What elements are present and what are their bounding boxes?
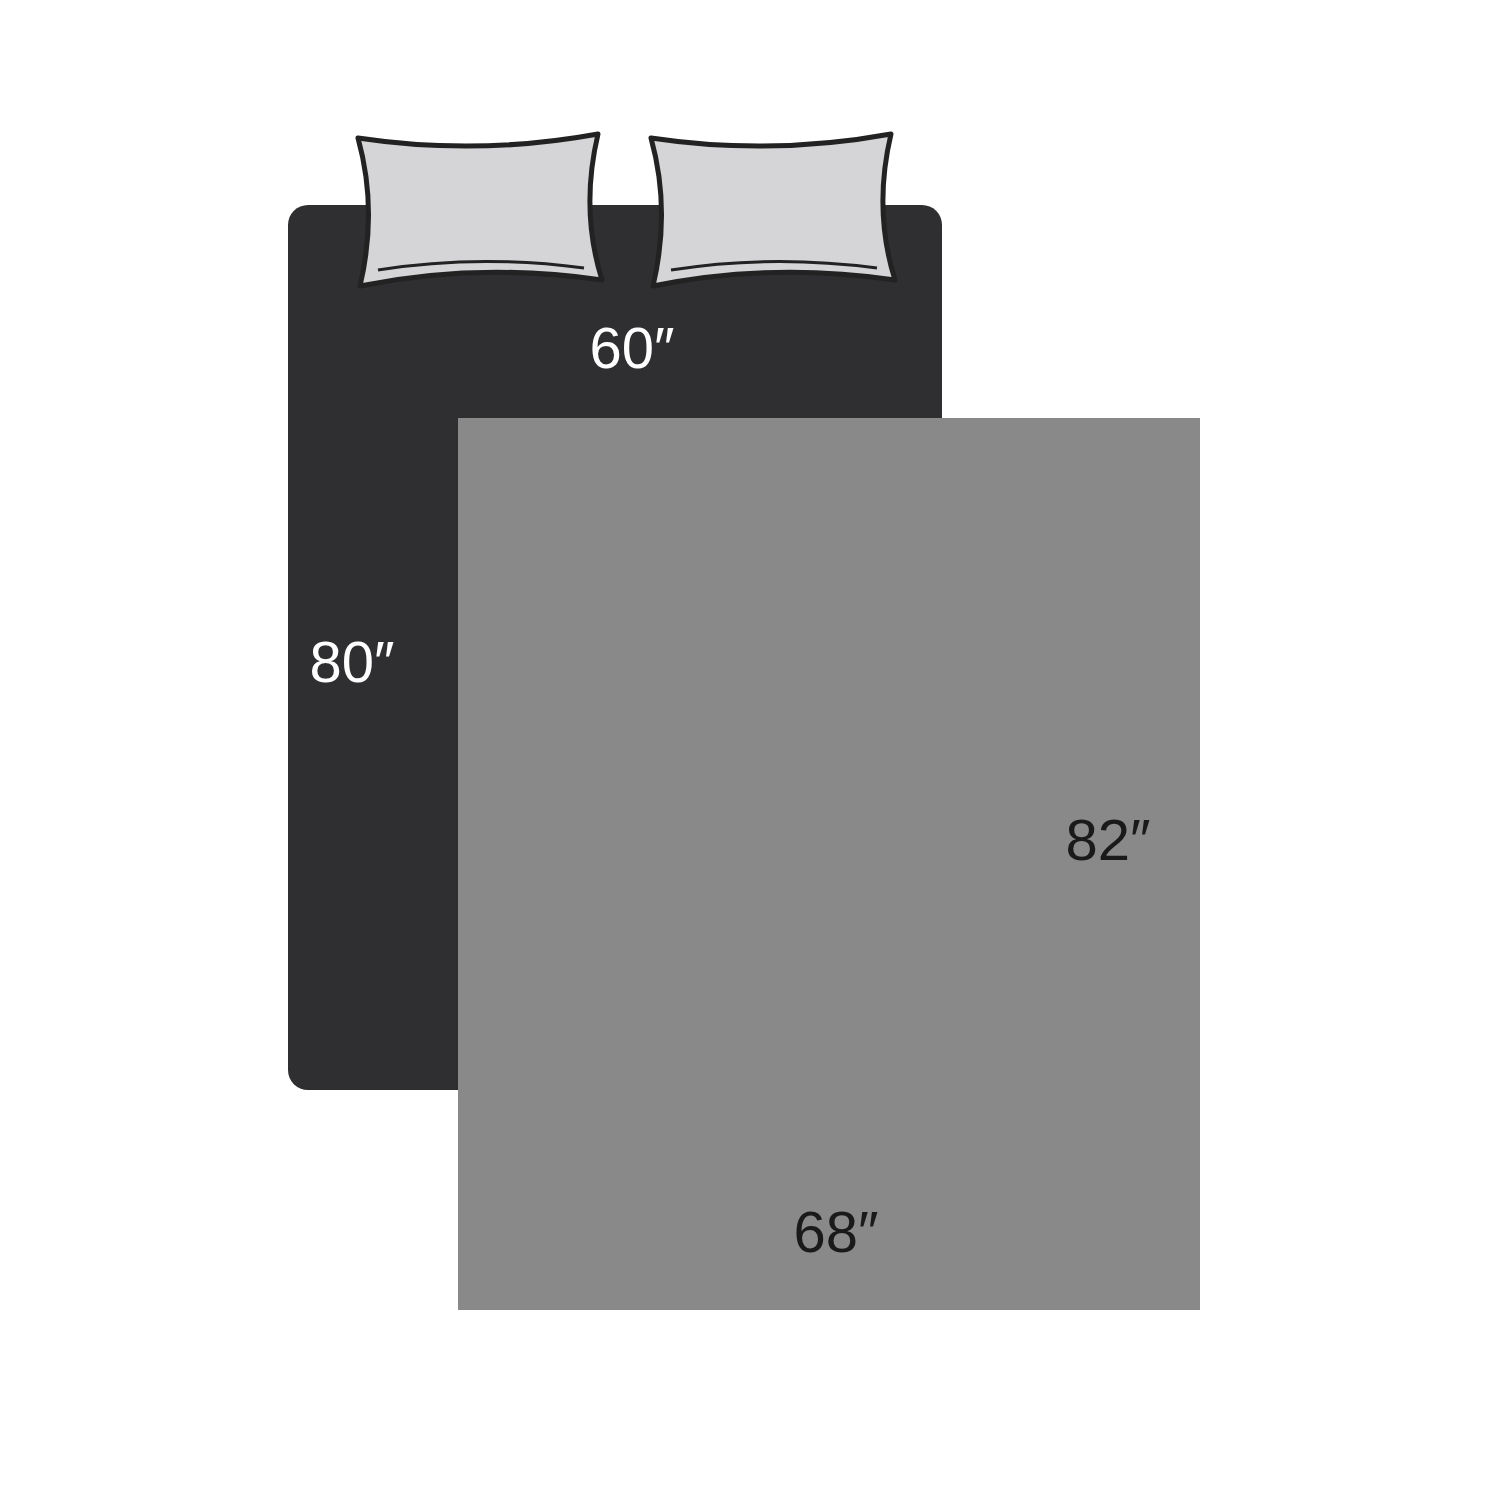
dimension-label: 68″	[793, 1203, 878, 1261]
pillow	[358, 134, 602, 286]
dimension-label: 82″	[1065, 811, 1150, 869]
pillow	[651, 134, 895, 286]
dimension-label: 80″	[309, 633, 394, 691]
blanket	[458, 418, 1200, 1310]
dimension-label: 60″	[589, 319, 674, 377]
